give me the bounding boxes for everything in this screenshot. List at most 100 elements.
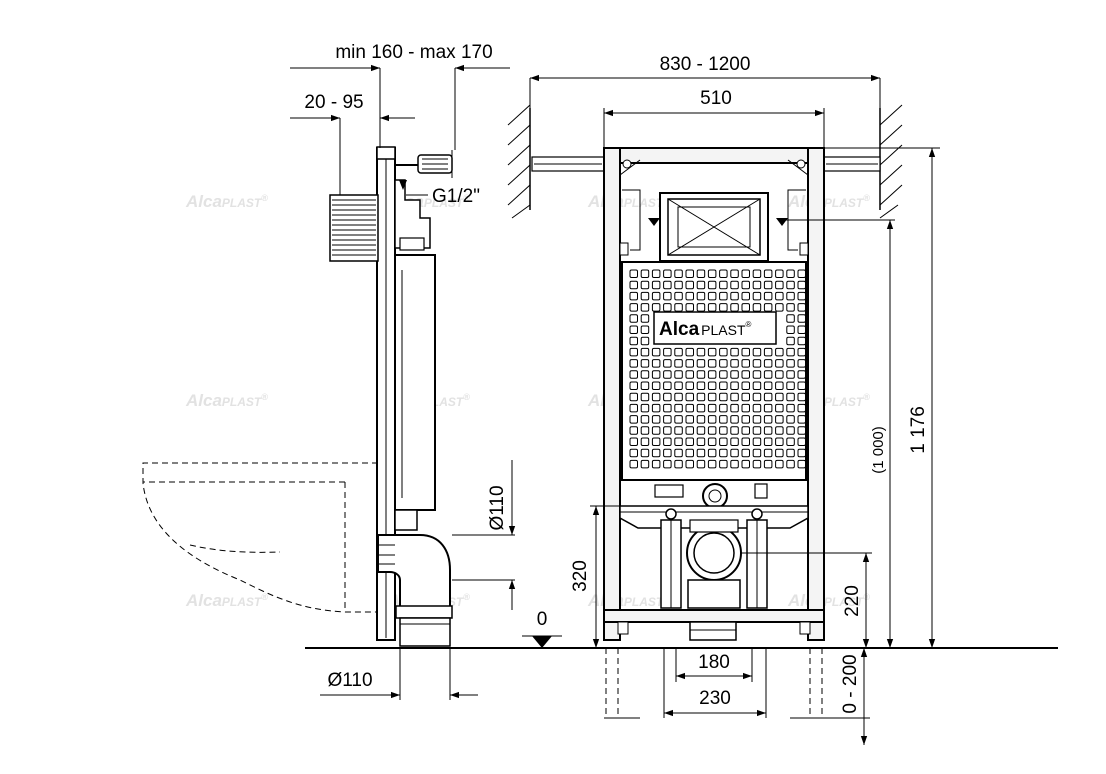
grid-cell bbox=[707, 370, 717, 379]
grid-cell bbox=[775, 280, 784, 290]
grid-cell bbox=[752, 437, 762, 446]
grid-cell bbox=[786, 325, 795, 334]
side-view: min 160 - max 170 20 - 95 G1/2" Ø110 Ø11… bbox=[142, 42, 516, 700]
grid-cell bbox=[797, 314, 806, 323]
grid-cell bbox=[775, 269, 784, 278]
grid-cell bbox=[719, 403, 728, 413]
grid-cell bbox=[763, 303, 773, 312]
dim-side-offset: 20 - 95 bbox=[304, 92, 363, 113]
grid-cell bbox=[640, 291, 650, 301]
grid-cell bbox=[741, 437, 750, 446]
grid-cell bbox=[730, 403, 739, 413]
dim-bracket-height: (1 000) bbox=[870, 426, 887, 474]
grid-cell bbox=[640, 359, 650, 368]
grid-cell bbox=[775, 303, 784, 312]
grid-cell bbox=[786, 448, 795, 458]
grid-cell bbox=[663, 459, 672, 469]
grid-cell bbox=[651, 370, 661, 379]
grid-cell bbox=[696, 403, 706, 413]
grid-cell bbox=[786, 359, 795, 368]
grid-cell bbox=[696, 359, 706, 368]
grid-cell bbox=[651, 303, 661, 312]
grid-cell bbox=[674, 280, 683, 290]
grid-cell bbox=[629, 392, 638, 402]
grid-cell bbox=[786, 303, 795, 312]
grid-cell bbox=[775, 426, 784, 435]
grid-cell bbox=[730, 459, 739, 469]
grid-cell bbox=[685, 269, 694, 278]
grid-cell bbox=[640, 437, 650, 446]
grid-cell bbox=[797, 303, 806, 312]
grid-cell bbox=[696, 459, 706, 469]
grid-cell bbox=[707, 415, 717, 424]
grid-cell bbox=[730, 415, 739, 424]
grid-cell bbox=[797, 359, 806, 368]
grid-cell bbox=[707, 403, 717, 413]
grid-cell bbox=[752, 370, 762, 379]
grid-cell bbox=[797, 392, 806, 402]
grid-cell bbox=[797, 280, 806, 290]
grid-cell bbox=[775, 448, 784, 458]
grid-cell bbox=[685, 370, 694, 379]
grid-cell bbox=[741, 370, 750, 379]
grid-cell bbox=[640, 280, 650, 290]
grid-cell bbox=[752, 381, 762, 390]
grid-cell bbox=[786, 370, 795, 379]
dim-total-height: 1 176 bbox=[908, 406, 929, 454]
grid-cell bbox=[707, 303, 717, 312]
grid-cell bbox=[730, 426, 739, 435]
grid-cell bbox=[797, 347, 806, 357]
grid-cell bbox=[663, 437, 672, 446]
dim-pipe-bottom: Ø110 bbox=[327, 670, 372, 691]
grid-cell bbox=[663, 303, 672, 312]
grid-cell bbox=[763, 370, 773, 379]
grid-cell bbox=[763, 415, 773, 424]
grid-cell bbox=[696, 448, 706, 458]
grid-cell bbox=[752, 415, 762, 424]
grid-cell bbox=[730, 370, 739, 379]
grid-cell bbox=[786, 280, 795, 290]
grid-cell bbox=[763, 291, 773, 301]
grid-cell bbox=[640, 381, 650, 390]
grid-cell bbox=[730, 303, 739, 312]
grid-cell bbox=[674, 426, 683, 435]
grid-cell bbox=[696, 280, 706, 290]
grid-cell bbox=[674, 392, 683, 402]
grid-cell bbox=[685, 426, 694, 435]
grid-cell bbox=[797, 448, 806, 458]
grid-cell bbox=[685, 359, 694, 368]
watermark: AlcaPLAST® bbox=[185, 391, 268, 410]
grid-cell bbox=[730, 359, 739, 368]
grid-cell bbox=[797, 370, 806, 379]
grid-cell bbox=[797, 403, 806, 413]
grid-cell bbox=[685, 415, 694, 424]
grid-cell bbox=[752, 426, 762, 435]
grid-cell bbox=[763, 381, 773, 390]
cistern-side bbox=[394, 254, 436, 511]
grid-cell bbox=[640, 314, 650, 323]
toilet-bowl-inner bbox=[143, 481, 346, 612]
grid-cell bbox=[629, 437, 638, 446]
grid-cell bbox=[629, 347, 638, 357]
grid-cell bbox=[752, 359, 762, 368]
grid-cell bbox=[707, 269, 717, 278]
grid-cell bbox=[707, 280, 717, 290]
grid-cell bbox=[741, 415, 750, 424]
grid-cell bbox=[663, 291, 672, 301]
grid-cell bbox=[696, 381, 706, 390]
grid-cell bbox=[775, 415, 784, 424]
grid-cell bbox=[685, 381, 694, 390]
grid-cell bbox=[752, 269, 762, 278]
grid-cell bbox=[786, 415, 795, 424]
dim-zero: 0 bbox=[537, 609, 548, 630]
grid-cell bbox=[786, 459, 795, 469]
grid-cell bbox=[707, 459, 717, 469]
grid-cell bbox=[707, 392, 717, 402]
grid-cell bbox=[674, 359, 683, 368]
grid-cell bbox=[707, 291, 717, 301]
grid-cell bbox=[741, 392, 750, 402]
grid-cell bbox=[629, 303, 638, 312]
grid-cell bbox=[763, 392, 773, 402]
grid-cell bbox=[707, 448, 717, 458]
grid-cell bbox=[730, 280, 739, 290]
